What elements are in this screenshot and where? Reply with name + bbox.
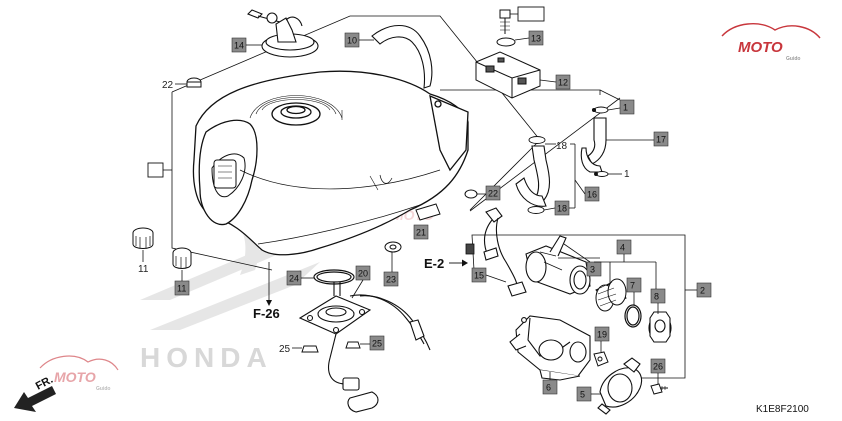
svg-text:Guido: Guido xyxy=(96,386,110,392)
callout-18-bottom: 18 xyxy=(557,204,567,214)
callout-box-blank-left xyxy=(147,162,164,178)
callout-25-left: 25 xyxy=(279,344,291,355)
callout-11-b: 11 xyxy=(177,284,186,294)
connector-e2 xyxy=(465,243,475,255)
o-ring-24 xyxy=(313,269,355,285)
callout-box-25 xyxy=(369,335,385,351)
diagram-code: K1E8F2100 xyxy=(756,404,809,415)
clamp-18-bottom xyxy=(527,206,545,214)
grommet-21 xyxy=(415,203,441,221)
callout-22-right: 22 xyxy=(488,189,498,199)
callout-20: 20 xyxy=(358,269,368,279)
callout-14: 14 xyxy=(234,41,244,51)
hose-18 xyxy=(515,145,551,207)
callout-18-top: 18 xyxy=(556,141,568,152)
tank-strap-10 xyxy=(371,24,433,89)
bolt-13 xyxy=(496,9,516,47)
svg-text:MOTO: MOTO xyxy=(54,369,96,385)
callout-4: 4 xyxy=(620,243,625,253)
callout-21: 21 xyxy=(416,228,426,238)
callout-box-23 xyxy=(383,271,399,287)
clamp-18-top xyxy=(528,136,546,144)
cap-nut-8 xyxy=(648,311,672,343)
callout-3: 3 xyxy=(590,265,595,275)
collar-19 xyxy=(593,351,609,367)
honda-watermark: HONDA xyxy=(140,342,273,373)
callout-box-22 xyxy=(485,185,501,201)
callout-22-left: 22 xyxy=(162,80,174,91)
callout-23: 23 xyxy=(386,275,396,285)
nut-23 xyxy=(384,241,402,253)
callout-5: 5 xyxy=(580,390,585,400)
fuel-hose-15 xyxy=(483,207,527,297)
rubber-pad-12 xyxy=(475,51,541,99)
strainer-body-3 xyxy=(525,235,591,295)
fuel-pump-20 xyxy=(298,282,431,413)
callout-box-1 xyxy=(619,99,635,115)
ref-e2: E-2 xyxy=(424,256,444,271)
callout-25-right: 25 xyxy=(372,339,382,349)
hose-17 xyxy=(580,117,607,173)
callout-box-19 xyxy=(594,326,610,342)
callout-8: 8 xyxy=(654,292,659,302)
fuel-cap-assembly xyxy=(247,9,319,58)
grommet-22-right xyxy=(464,189,478,199)
callout-19: 19 xyxy=(597,330,607,340)
damper-rubber-11a xyxy=(132,227,154,249)
callout-box-21 xyxy=(413,224,429,240)
svg-text:Guido: Guido xyxy=(786,56,800,62)
grommet-22-left xyxy=(186,77,202,88)
front-arrow-icon xyxy=(14,386,56,412)
callout-6: 6 xyxy=(546,383,551,393)
o-ring-7 xyxy=(624,304,642,328)
ref-f26: F-26 xyxy=(253,306,280,321)
moto-watermark-top: MOTO Guido xyxy=(721,23,821,62)
callout-17: 17 xyxy=(656,135,666,145)
clamp-band-5 xyxy=(597,357,643,415)
callout-16: 16 xyxy=(587,190,597,200)
callout-24: 24 xyxy=(289,274,299,284)
callout-12: 12 xyxy=(558,78,568,88)
svg-text:MOTO: MOTO xyxy=(738,39,783,56)
nut-25-left xyxy=(301,345,319,353)
bracket-6 xyxy=(509,315,591,381)
clip-1-bottom xyxy=(594,171,609,177)
moto-watermark-bottom: MOTO Guido xyxy=(39,355,119,392)
callout-box-17 xyxy=(653,131,669,147)
callout-13: 13 xyxy=(531,34,541,44)
callout-11-a: 11 xyxy=(138,264,149,275)
callout-1-top: 1 xyxy=(623,103,628,113)
filter-element-4 xyxy=(595,278,627,312)
callout-1-bottom: 1 xyxy=(624,169,630,180)
nut-25-right xyxy=(345,341,361,349)
callout-10: 10 xyxy=(347,36,357,46)
callout-2: 2 xyxy=(700,286,705,296)
damper-rubber-11b xyxy=(172,247,192,269)
callout-26: 26 xyxy=(653,362,663,372)
bolt-26 xyxy=(650,383,668,395)
fuel-tank xyxy=(192,70,469,256)
callout-15: 15 xyxy=(474,271,484,281)
clip-1-top xyxy=(591,106,609,114)
callout-7: 7 xyxy=(630,281,635,291)
callout-box-blank-top xyxy=(517,6,545,22)
